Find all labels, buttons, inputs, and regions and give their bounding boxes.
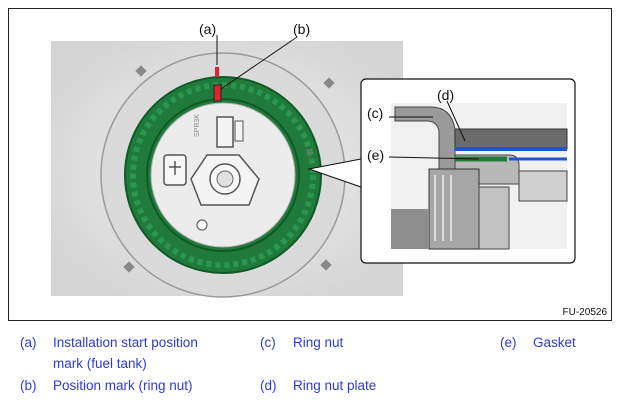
callout-d: (d) bbox=[437, 87, 455, 103]
legend-text-b: Position mark (ring nut) bbox=[53, 378, 193, 393]
tank-diamond-marker bbox=[320, 259, 332, 271]
position-mark-ring-nut bbox=[213, 84, 222, 102]
legend-letter: (e) bbox=[500, 335, 517, 350]
legend-text-line: Installation start position bbox=[53, 335, 198, 350]
callout-a: (a) bbox=[199, 21, 217, 37]
ring-nut-inner-edge bbox=[146, 98, 300, 252]
installation-start-mark bbox=[215, 67, 219, 77]
legend-item-c: (c) bbox=[260, 332, 276, 353]
figure-frame: SPR3K ◁1 (a) (b) ( bbox=[8, 8, 612, 321]
legend-text-a: Installation start position mark (fuel t… bbox=[53, 332, 198, 374]
legend-letter: (b) bbox=[20, 378, 37, 393]
figure-id: FU-20526 bbox=[562, 307, 607, 318]
cross-section-view bbox=[391, 103, 568, 250]
vent-hole bbox=[196, 219, 208, 231]
legend-letter: (d) bbox=[260, 378, 277, 393]
leader-line-d bbox=[446, 100, 466, 142]
legend-item-d: (d) bbox=[260, 375, 277, 396]
callout-c: (c) bbox=[367, 105, 384, 121]
legend-text-line: mark (fuel tank) bbox=[53, 356, 147, 371]
legend-text-c: Ring nut bbox=[293, 335, 344, 350]
callout-e: (e) bbox=[367, 147, 385, 163]
ring-nut-teeth bbox=[130, 82, 316, 268]
part-marking: SPR3K bbox=[194, 114, 201, 137]
legend-item-e: (e) bbox=[500, 332, 517, 353]
callout-b: (b) bbox=[293, 21, 311, 37]
legend-letter: (a) bbox=[20, 335, 37, 350]
arrow-marking: ◁1 bbox=[304, 147, 314, 159]
fuel-pump-illustration: SPR3K ◁1 bbox=[51, 35, 576, 298]
fuel-pipe-stub bbox=[216, 116, 234, 148]
legend-item-b: (b) bbox=[20, 375, 37, 396]
leader-line-b bbox=[220, 36, 298, 90]
legend-letter: (c) bbox=[260, 335, 276, 350]
leader-line-e bbox=[388, 156, 480, 160]
legend-item-a: (a) bbox=[20, 332, 37, 353]
legend-text-e: Gasket bbox=[533, 335, 576, 350]
legend-text-d: Ring nut plate bbox=[293, 378, 377, 393]
